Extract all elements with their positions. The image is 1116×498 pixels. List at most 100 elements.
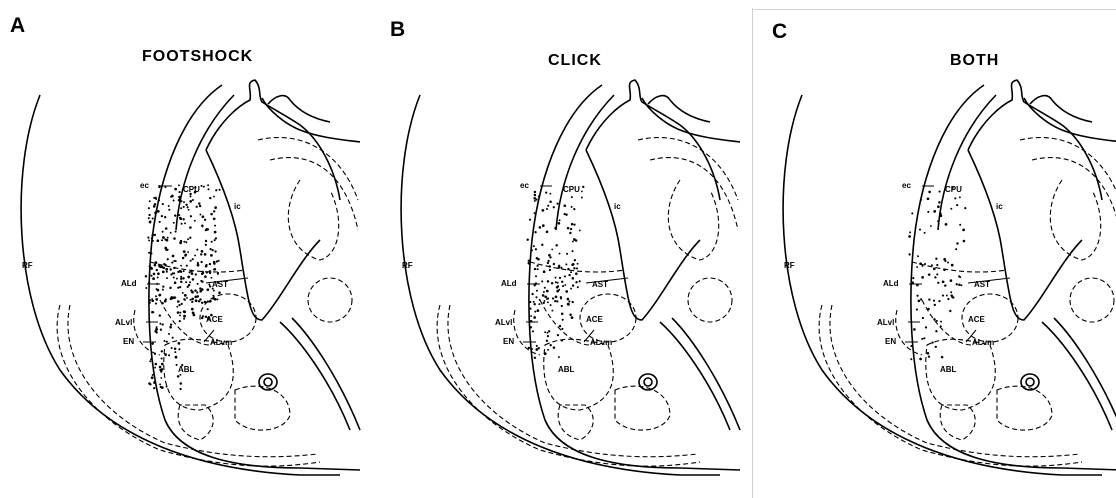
cell-dot: [928, 298, 930, 300]
cell-dot: [558, 356, 560, 358]
cell-dot: [183, 318, 185, 320]
cell-dot: [184, 299, 186, 301]
cell-dot: [177, 271, 179, 273]
cell-dot: [178, 304, 180, 306]
cell-dot: [204, 275, 207, 278]
cell-dot: [943, 269, 946, 272]
cell-dot: [148, 302, 150, 304]
region-label: ALvl: [115, 318, 132, 327]
cell-dot: [573, 208, 575, 210]
cell-dot: [530, 315, 532, 317]
cell-dot: [187, 276, 190, 279]
cell-dot: [918, 300, 921, 303]
cell-dot: [942, 295, 944, 297]
cell-dot: [173, 222, 175, 224]
cell-dot: [153, 205, 156, 208]
cell-dot: [174, 348, 177, 351]
cell-dot: [180, 382, 183, 385]
cell-dot: [570, 271, 572, 273]
striatum-dashed-2: [270, 158, 358, 230]
cell-dot: [539, 299, 541, 301]
region-label: ALd: [501, 279, 517, 288]
cell-dot: [181, 364, 183, 366]
cell-dot: [183, 250, 186, 253]
cell-dot: [159, 383, 161, 385]
cell-dot: [181, 303, 183, 305]
cell-dot: [548, 330, 550, 332]
cell-dot: [214, 225, 216, 227]
striatum-outline: [968, 80, 1102, 200]
cell-dot: [159, 221, 161, 223]
cell-dot: [209, 300, 212, 303]
cell-dot: [154, 264, 157, 267]
cell-dot: [154, 367, 156, 369]
cell-dot: [528, 260, 530, 262]
cell-dot: [559, 277, 561, 279]
cell-dot: [152, 374, 154, 376]
cell-dot: [190, 260, 192, 262]
cell-dot: [165, 298, 167, 300]
cell-dot: [194, 186, 196, 188]
cell-dot: [938, 201, 940, 203]
cell-dot: [180, 281, 182, 283]
cell-dot: [547, 205, 549, 207]
cell-dot: [531, 348, 533, 350]
cell-dot: [550, 193, 552, 195]
cell-dot: [180, 271, 182, 273]
cell-dot: [531, 293, 533, 295]
cell-dot: [528, 262, 531, 265]
cell-dot: [165, 227, 168, 230]
cell-dot: [956, 283, 958, 285]
cell-dot: [169, 287, 171, 289]
region-label: ABL: [558, 365, 575, 374]
cell-dot: [149, 360, 151, 362]
cell-dot: [955, 248, 957, 250]
abl-nucleus: [544, 339, 614, 410]
cortex-dashed: [57, 305, 320, 466]
cell-dot: [174, 297, 176, 299]
cell-dot: [544, 331, 546, 333]
cell-dot: [543, 291, 545, 293]
cell-dot: [535, 275, 537, 277]
cell-dot: [188, 209, 190, 211]
cell-dot: [572, 284, 574, 286]
cell-dot: [940, 325, 942, 327]
cell-dot: [178, 214, 180, 216]
cell-dot: [534, 191, 536, 193]
cell-dot: [219, 189, 221, 191]
cell-dot: [156, 269, 158, 271]
cell-dot: [170, 323, 172, 325]
cell-dot: [579, 280, 581, 282]
cell-dot: [187, 251, 189, 253]
cell-dot: [165, 268, 168, 271]
cell-dot: [159, 323, 161, 325]
cell-dot: [151, 275, 153, 277]
cell-dot: [191, 291, 194, 294]
cell-dot: [207, 317, 210, 320]
cell-dot: [160, 265, 163, 268]
cell-dot: [179, 286, 181, 288]
abl-nucleus: [164, 339, 234, 410]
cell-dot: [164, 353, 167, 356]
cell-dot: [567, 227, 570, 230]
cell-dot: [210, 277, 212, 279]
cell-dot: [177, 300, 180, 303]
cell-dot: [547, 280, 550, 283]
cell-dot: [538, 195, 540, 197]
cell-dot: [959, 224, 961, 226]
cell-dot: [555, 277, 557, 279]
cell-dot: [161, 357, 163, 359]
region-label: EN: [123, 337, 134, 346]
cell-dot: [196, 291, 198, 293]
cell-dot: [195, 273, 197, 275]
cell-dot: [176, 364, 178, 366]
cell-dot: [214, 298, 217, 301]
cell-dot: [207, 184, 209, 186]
cell-dot: [567, 268, 569, 270]
capsule-line: [938, 95, 996, 230]
cell-dot: [199, 290, 202, 293]
cell-dot: [167, 258, 169, 260]
cell-dot: [150, 358, 152, 360]
brain-section-diagram: RFecCPUicALdASTALvlACEENALvmABL: [0, 0, 380, 498]
region-label: RF: [402, 261, 413, 270]
